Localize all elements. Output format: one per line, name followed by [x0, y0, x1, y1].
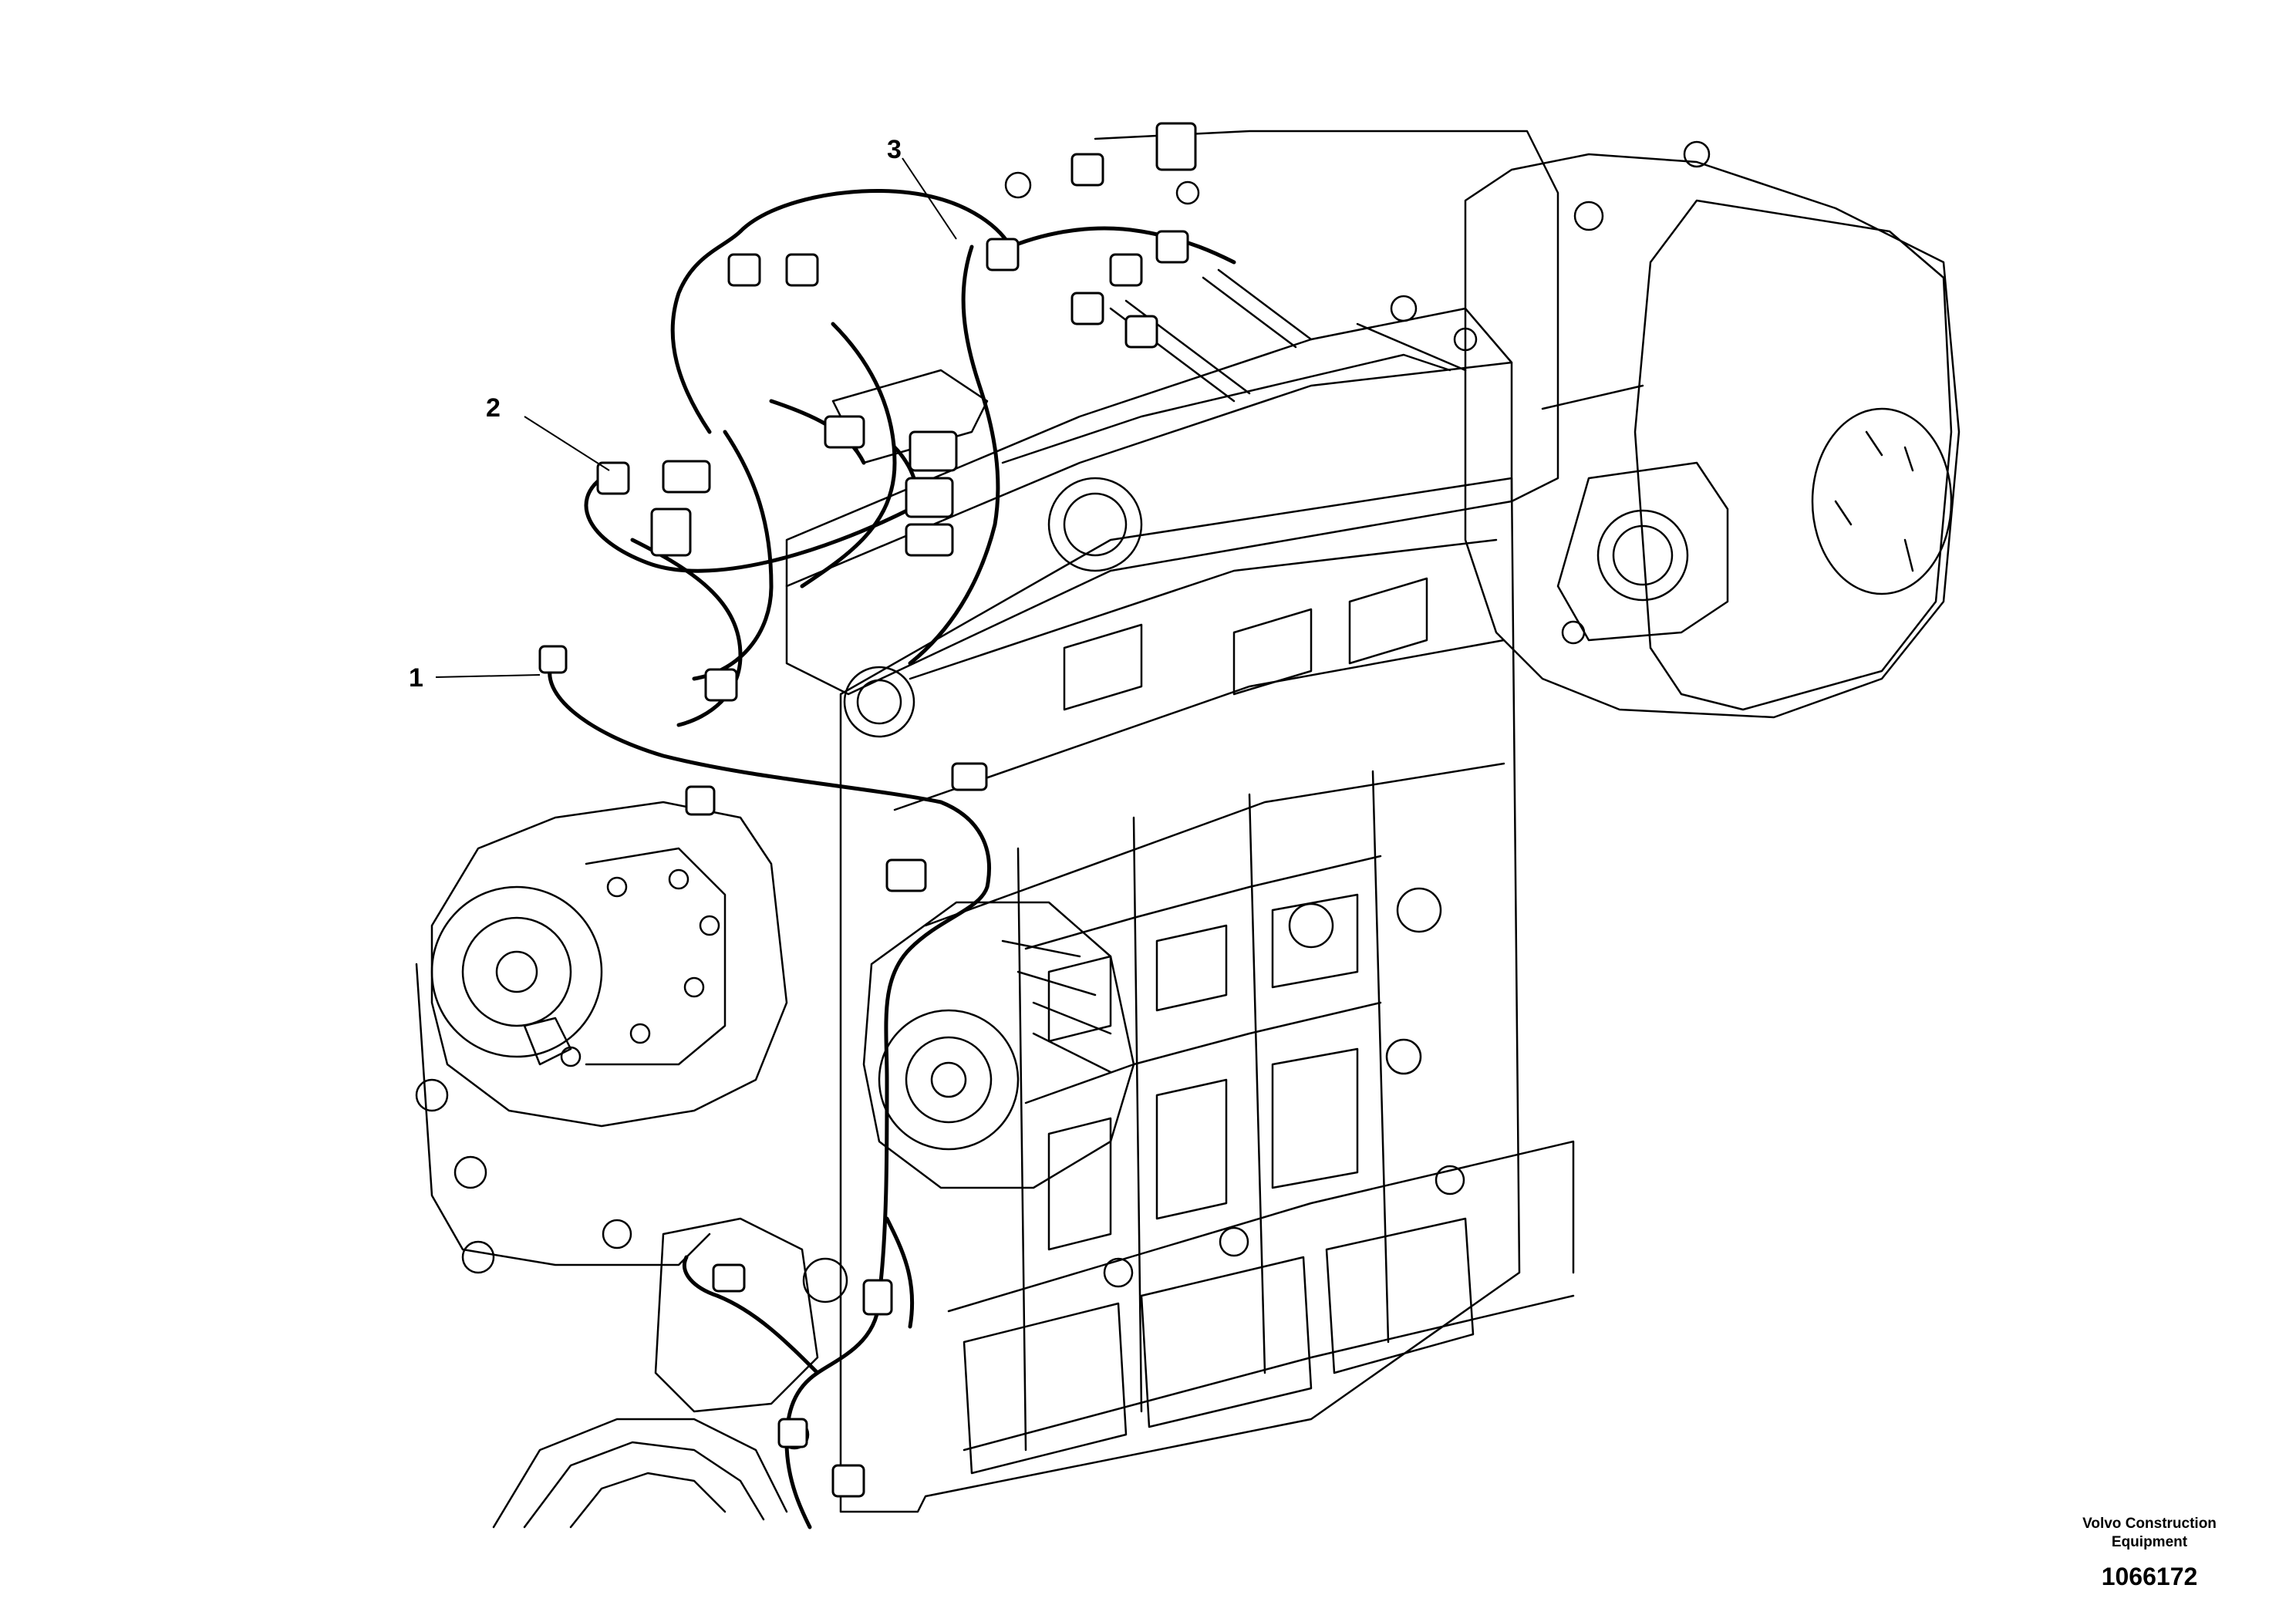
fuel-injection-pump	[415, 801, 788, 1274]
leader-1	[435, 674, 541, 678]
connectors	[538, 122, 1197, 1498]
harness-1	[548, 661, 991, 1529]
alternator	[862, 901, 1135, 1189]
publisher-credit: Volvo Construction Equipment 1066172	[2034, 1515, 2265, 1593]
crankshaft-pulley	[492, 1217, 848, 1529]
callout-3: 3	[887, 135, 902, 164]
engine-block	[839, 477, 1575, 1513]
callout-1: 1	[409, 663, 423, 693]
credit-line-2: Equipment	[2111, 1534, 2188, 1550]
fuel-injectors	[1109, 268, 1644, 410]
turbocharger	[1094, 130, 1961, 719]
figure-number: 1066172	[2101, 1563, 2198, 1590]
callout-2: 2	[486, 393, 501, 423]
credit-line-1: Volvo Construction	[2082, 1516, 2217, 1532]
harness-3	[670, 229, 743, 434]
leader-3	[902, 157, 957, 240]
leader-2	[524, 416, 610, 471]
leader-lines	[435, 157, 957, 678]
